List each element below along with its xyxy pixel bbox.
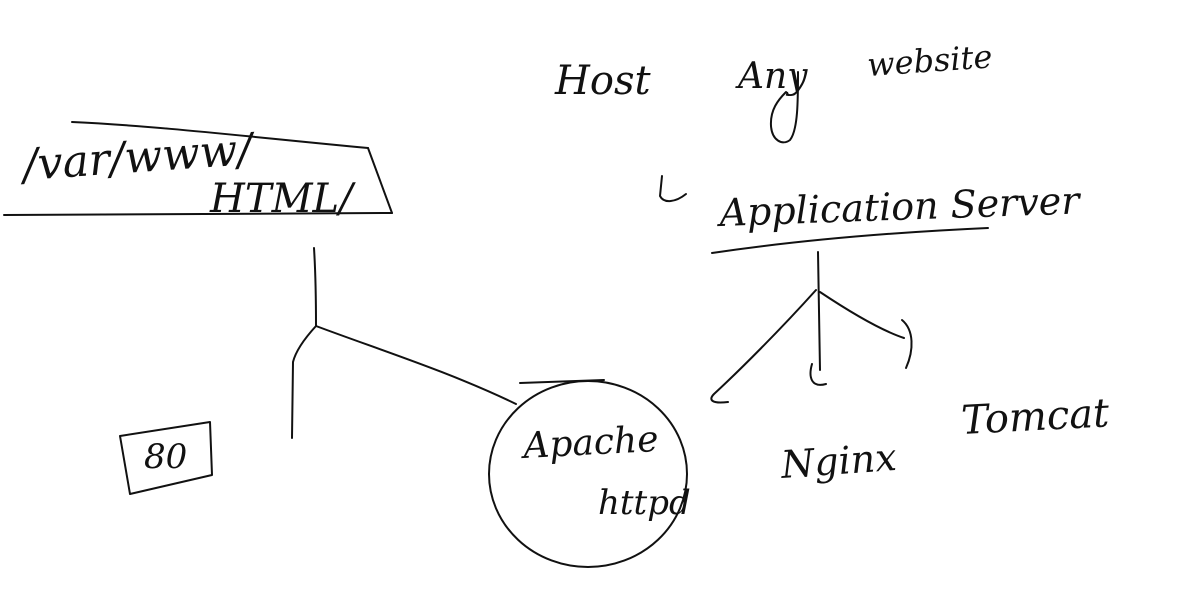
any-word: Any — [735, 56, 808, 97]
apache-top-dash — [519, 379, 605, 384]
website-word: website — [866, 37, 994, 84]
app-server-arrow — [659, 175, 687, 202]
connector-to-port-line — [291, 325, 317, 439]
connector-to-apache-line — [315, 325, 517, 405]
application-server-branch: Application Server — [659, 175, 1083, 254]
apache-circle — [488, 380, 688, 568]
apache-label: Apache — [519, 419, 659, 467]
port-box-outline — [119, 421, 213, 495]
server-options: Nginx Tomcat — [779, 390, 1112, 487]
host-word: Host — [554, 58, 651, 104]
nginx-label: Nginx — [779, 435, 898, 487]
connector-vertical-line — [313, 247, 317, 327]
app-server-label: Application Server — [716, 178, 1083, 235]
httpd-label: httpd — [598, 483, 691, 523]
tree-trunk-line — [817, 251, 821, 371]
directory-path-block: /var/www/ HTML/ — [3, 121, 393, 222]
path-block-top-edge — [71, 121, 369, 149]
tree-left-branch — [710, 289, 817, 404]
tree-right-hook — [901, 319, 913, 369]
path-connector — [291, 247, 517, 439]
tomcat-label: Tomcat — [960, 390, 1111, 444]
app-server-underline — [711, 227, 989, 254]
tree-right-branch — [819, 291, 905, 339]
port-label: 80 — [144, 437, 187, 477]
path-block-baseline — [3, 212, 393, 216]
tree-middle-hook — [809, 363, 827, 386]
path-block-right-edge — [367, 147, 393, 214]
app-server-tree — [710, 251, 913, 404]
any-word-descender — [769, 71, 799, 144]
html-label: HTML/ — [209, 176, 356, 222]
port-box: 80 — [119, 421, 213, 495]
heading-note: Host Any website — [554, 37, 994, 144]
apache-httpd-node: Apache httpd — [488, 379, 691, 568]
